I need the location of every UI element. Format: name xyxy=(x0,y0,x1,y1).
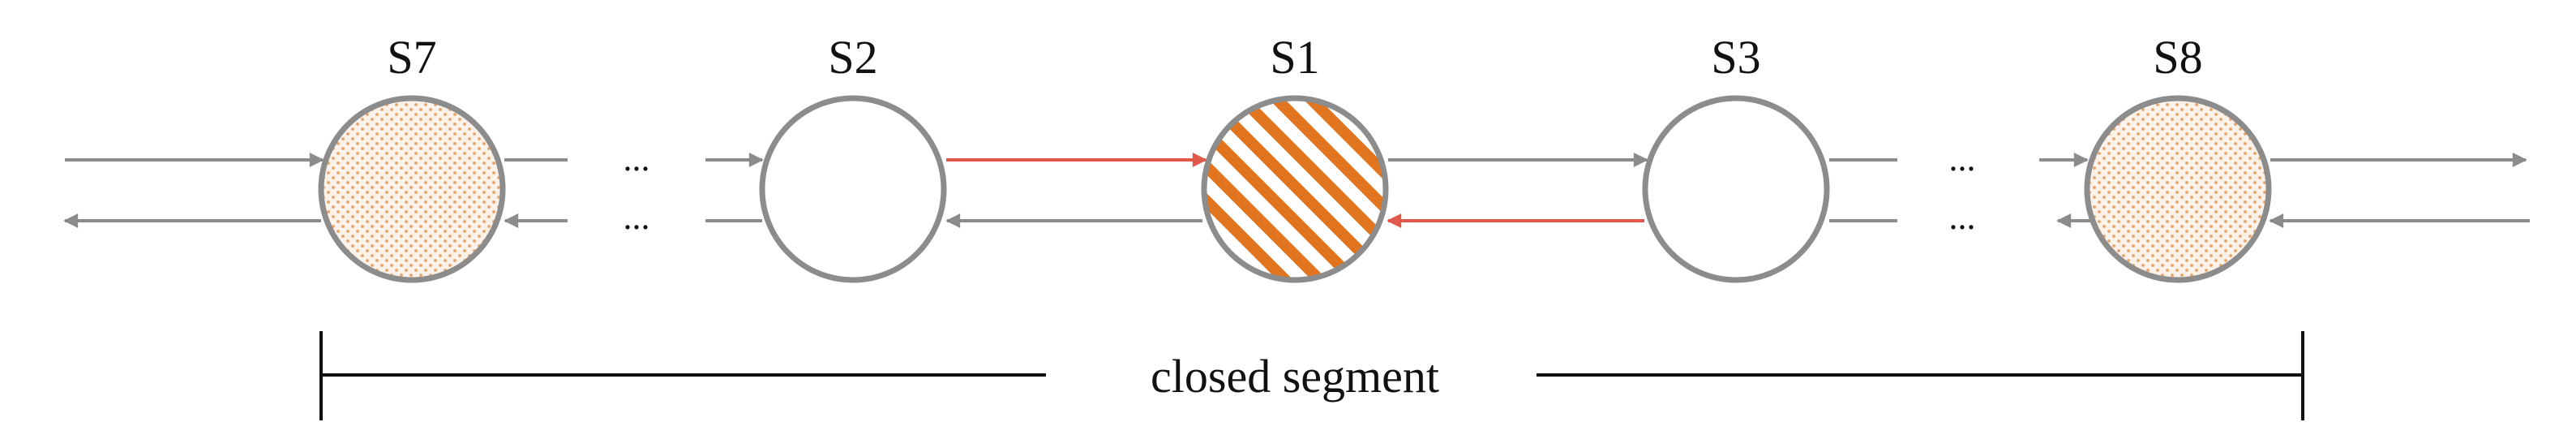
arrows-group xyxy=(63,153,2530,228)
node-label-s1: S1 xyxy=(1270,31,1319,84)
node-s3 xyxy=(1642,95,1830,283)
node-s1 xyxy=(1201,95,1389,283)
node-s8 xyxy=(2084,95,2272,283)
segment-label: closed segment xyxy=(1151,350,1439,403)
node-s7 xyxy=(318,95,506,283)
node-label-s7: S7 xyxy=(387,31,436,84)
node-label-s2: S2 xyxy=(828,31,877,84)
node-label-s8: S8 xyxy=(2153,31,2202,84)
ellipsis-right-top: ... xyxy=(1949,139,1976,179)
ellipsis-right-bottom: ... xyxy=(1949,197,1976,237)
node-label-s3: S3 xyxy=(1711,31,1760,84)
node-s2 xyxy=(759,95,947,283)
ellipsis-left-bottom: ... xyxy=(624,197,650,237)
ellipsis-left-top: ... xyxy=(624,139,650,179)
